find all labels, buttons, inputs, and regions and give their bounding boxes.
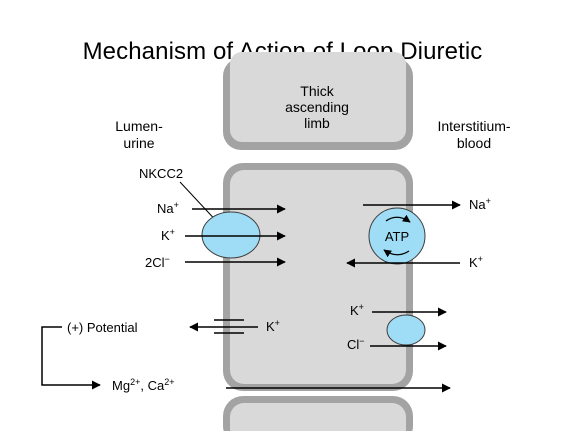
interstitium-label-line-2: blood	[457, 135, 491, 151]
kcl-transporter	[386, 314, 426, 346]
atpase-pump	[368, 207, 426, 265]
2cl-ion-lumen: 2Cl−	[145, 254, 170, 270]
upper-cell	[223, 52, 413, 150]
kcl-cotransporter: K+ Cl−	[347, 302, 447, 352]
potassium-recycling: K+ (+) Potential	[67, 318, 280, 335]
na-k-atpase: ATP Na+ K+	[346, 196, 491, 270]
atp-label: ATP	[385, 229, 409, 244]
segment-label-line-1: Thick	[300, 83, 334, 99]
segment-label-line-2: ascending	[285, 99, 349, 115]
potential-label: (+) Potential	[67, 320, 138, 335]
k-ion-apical: K+	[266, 318, 280, 334]
potential-drive-connector	[41, 326, 101, 390]
k-ion-lumen: K+	[161, 227, 175, 243]
divalent-cations-label: Mg2+, Ca2+	[112, 377, 174, 393]
interstitium-label-line-1: Interstitium-	[437, 118, 510, 134]
nkcc2-label: NKCC2	[139, 166, 183, 181]
tubule-cells	[223, 52, 413, 431]
lower-cell	[223, 396, 413, 431]
pump-rotation-arrow-bottom	[383, 249, 410, 258]
k-ion-blood: K+	[469, 254, 483, 270]
pump-rotation-arrow-top	[385, 214, 411, 223]
divalent-cation-flux: Mg2+, Ca2+	[41, 326, 451, 393]
na-ion-lumen: Na+	[157, 200, 179, 216]
segment-label-line-3: limb	[304, 115, 330, 131]
na-ion-blood: Na+	[469, 196, 491, 212]
nkcc2-ion-flux: Na+ K+ 2Cl−	[145, 200, 286, 270]
lumen-label-line-1: Lumen-	[115, 118, 163, 134]
nkcc2-transporter	[201, 211, 261, 259]
k-ion-basolateral: K+	[350, 302, 364, 318]
tight-junction	[214, 319, 244, 334]
middle-cell	[223, 163, 413, 391]
lumen-label-line-2: urine	[123, 135, 154, 151]
cl-ion-basolateral: Cl−	[347, 336, 365, 352]
